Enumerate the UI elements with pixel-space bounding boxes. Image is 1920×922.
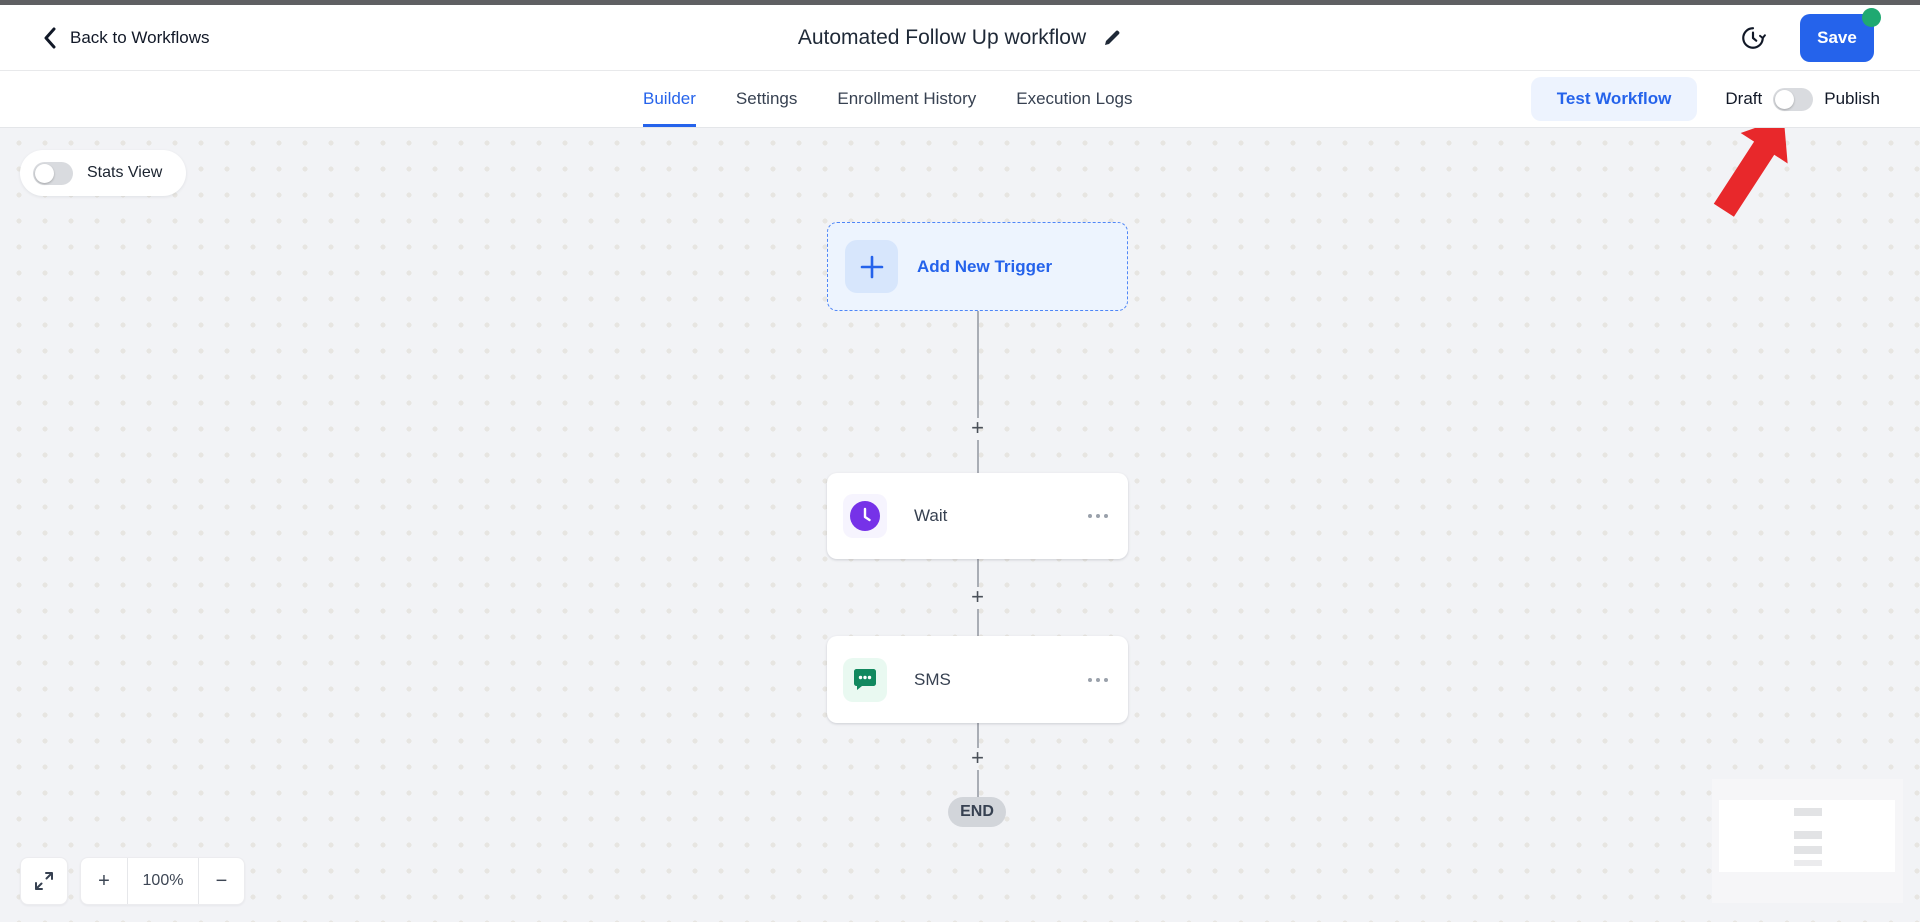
back-label: Back to Workflows [70, 27, 210, 47]
tabs: Builder Settings Enrollment History Exec… [643, 71, 1132, 127]
node-menu-button[interactable] [1088, 672, 1108, 688]
title-wrap: Automated Follow Up workflow [798, 26, 1122, 50]
minimap-node [1794, 846, 1822, 854]
unsaved-changes-dot [1862, 7, 1881, 27]
add-step-button[interactable]: + [971, 745, 984, 770]
fit-to-screen-button[interactable] [20, 857, 68, 905]
add-new-trigger-box[interactable]: Add New Trigger [827, 222, 1128, 311]
pencil-icon[interactable] [1102, 28, 1122, 48]
stats-view-label: Stats View [87, 164, 163, 181]
workflow-flow: + + + Add New Trigger Wait [827, 128, 1128, 922]
tab-execution-logs[interactable]: Execution Logs [1016, 89, 1133, 108]
connector-line [977, 559, 979, 587]
toggle-knob [35, 163, 54, 183]
save-label: Save [1817, 27, 1857, 47]
header: Back to Workflows Automated Follow Up wo… [0, 5, 1920, 71]
workflow-canvas[interactable]: Stats View + + + Add New Trigger [0, 128, 1920, 922]
clock-icon [843, 494, 887, 538]
node-menu-button[interactable] [1088, 508, 1108, 524]
window-top-strip [0, 0, 1920, 5]
publish-toggle[interactable] [1773, 87, 1814, 111]
history-icon[interactable] [1740, 25, 1766, 51]
tab-bar: Builder Settings Enrollment History Exec… [0, 71, 1920, 128]
chat-bubble-icon [843, 657, 887, 702]
node-label: SMS [914, 669, 951, 689]
plus-icon [845, 240, 898, 293]
tab-settings[interactable]: Settings [735, 89, 798, 108]
tab-builder[interactable]: Builder [643, 71, 696, 127]
connector-line [977, 770, 979, 797]
add-step-button[interactable]: + [971, 584, 984, 609]
connector-line [977, 440, 979, 473]
minimap-node [1794, 808, 1822, 816]
zoom-in-button[interactable]: + [81, 858, 128, 904]
expand-icon [33, 870, 55, 892]
minimap-viewport [1719, 800, 1895, 872]
red-arrow-annotation [1713, 128, 1788, 217]
minimap-node [1794, 860, 1822, 866]
save-button[interactable]: Save [1800, 7, 1881, 62]
tab-enrollment-history[interactable]: Enrollment History [837, 89, 977, 108]
back-to-workflows-link[interactable]: Back to Workflows [42, 27, 210, 49]
chevron-left-icon [42, 27, 58, 49]
stats-view-toggle[interactable] [33, 161, 73, 185]
test-workflow-button[interactable]: Test Workflow [1530, 77, 1698, 121]
connector-line [977, 723, 979, 748]
add-new-trigger-label: Add New Trigger [917, 256, 1053, 276]
toggle-knob [1775, 89, 1795, 109]
header-right: Save [1740, 7, 1881, 62]
page-title: Automated Follow Up workflow [797, 25, 1087, 49]
zoom-out-button[interactable]: − [215, 869, 228, 892]
zoom-level: 100% [128, 858, 199, 904]
publish-label: Publish [1824, 89, 1880, 108]
minimap[interactable] [1712, 779, 1903, 903]
zoom-controls: + 100% − [80, 857, 245, 905]
add-step-button[interactable]: + [971, 415, 984, 440]
stats-view-control: Stats View [20, 150, 187, 196]
node-card-wait[interactable]: Wait [827, 473, 1128, 559]
tabbar-right: Test Workflow Draft Publish [1530, 71, 1880, 127]
minimap-node [1794, 831, 1822, 839]
connector-line [977, 311, 979, 418]
draft-label: Draft [1725, 89, 1763, 108]
node-card-sms[interactable]: SMS [827, 636, 1128, 723]
node-label: Wait [914, 506, 948, 525]
end-node: END [948, 797, 1006, 827]
connector-line [977, 609, 979, 636]
